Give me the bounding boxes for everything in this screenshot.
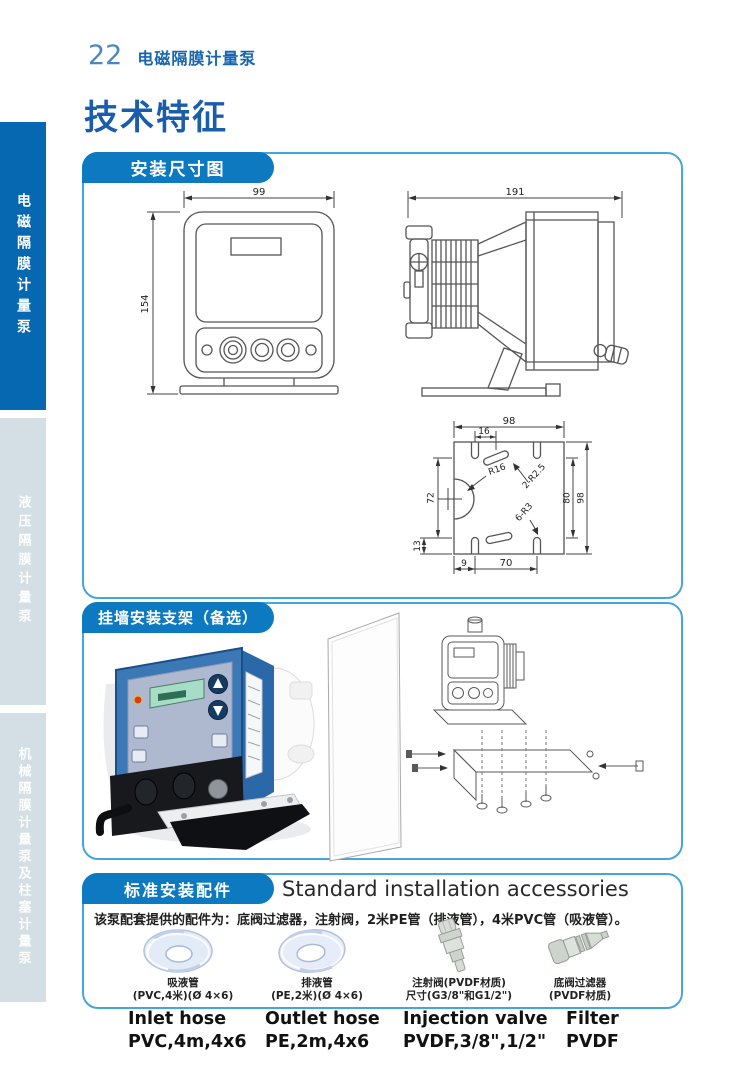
accessory-name-en: Inlet hose: [128, 1009, 227, 1029]
plate-dim-right-inner: 80: [563, 492, 573, 504]
side-view-drawing: 191: [403, 187, 629, 397]
accessory-name-en: Outlet hose: [265, 1009, 380, 1029]
plate-dim-left-height: 72: [427, 492, 437, 503]
plate-dim-bottom-left: 9: [461, 559, 467, 569]
pump-photo: [95, 646, 315, 850]
page-number: 22: [88, 40, 123, 71]
dim-side-length: 191: [505, 187, 524, 198]
accessory-name-en: Injection valve: [403, 1009, 548, 1029]
mounting-plate-drawing: 98 16 72 13 80 98: [413, 416, 592, 574]
accessory-spec-en: PVDF,3/8",1/2": [403, 1032, 547, 1052]
accessory-spec-en: PE,2m,4x6: [265, 1032, 370, 1052]
sidebar-tab-hydraulic-pump: 液压隔膜计量泵: [0, 418, 46, 705]
page-header: 22 电磁隔膜计量泵: [88, 40, 256, 71]
accessory-label-en: Filter PVDF: [566, 1008, 619, 1054]
accessory-caption: 吸液管 (PVC,4米)(Ø 4×6): [88, 977, 278, 1003]
plate-dim-right-outer: 98: [577, 492, 587, 504]
accessory-name-cn: 底阀过滤器: [553, 977, 607, 989]
accessory-spec-en: PVC,4m,4x6: [128, 1032, 247, 1052]
outlet-hose-icon: [278, 929, 346, 973]
accessory-spec-cn: 尺寸(G3/8"和G1/2"): [405, 990, 513, 1002]
accessory-caption: 注射阀(PVDF材质) 尺寸(G3/8"和G1/2"): [364, 977, 554, 1003]
sidebar-tab-solenoid-pump: 电磁隔膜计量泵: [0, 122, 46, 410]
accessory-spec-cn: (PE,2米)(Ø 4×6): [271, 990, 363, 1002]
sidebar-tab-label: 液压隔膜计量泵: [15, 495, 31, 628]
section-installation-dimensions: 安装尺寸图 99 154 191: [82, 152, 683, 599]
section-title-en: Standard installation accessories: [282, 877, 629, 901]
accessory-spec-cn: (PVC,4米)(Ø 4×6): [132, 990, 234, 1002]
accessory-spec-en: PVDF: [566, 1032, 619, 1052]
accessories-description: 该泵配套提供的配件为：底阀过滤器，注射阀，2米PE管（排液管），4米PVC管（吸…: [94, 913, 628, 928]
sidebar-tab-label: 电磁隔膜计量泵: [15, 192, 31, 340]
dim-front-width: 99: [253, 187, 266, 198]
accessory-label-en: Outlet hose PE,2m,4x6: [265, 1008, 380, 1054]
plate-label-slots: 2-R2.5: [521, 462, 548, 491]
plate-dim-bottom-width: 70: [500, 558, 513, 569]
front-view-drawing: 99 154: [140, 187, 339, 395]
accessory-name-cn: 吸液管: [167, 977, 199, 989]
section-wall-bracket: 挂墙安装支架（备选）: [82, 602, 683, 862]
inlet-hose-icon: [143, 929, 213, 973]
accessory-label-en: Injection valve PVDF,3/8",1/2": [403, 1008, 548, 1054]
plate-dim-slot-offset: 16: [478, 427, 490, 437]
section-pill: 挂墙安装支架（备选）: [82, 602, 274, 633]
plate-dim-top-width: 98: [503, 416, 516, 427]
accessory-caption: 底阀过滤器 (PVDF材质): [485, 977, 675, 1003]
accessory-caption: 排液管 (PE,2米)(Ø 4×6): [222, 977, 412, 1003]
section-title: 标准安装配件: [123, 880, 232, 900]
sidebar-tab-mechanical-pump: 机械隔膜计量泵及柱塞计量泵: [0, 713, 46, 1002]
section-title: 挂墙安装支架（备选）: [97, 609, 258, 627]
accessory-name-cn: 注射阀(PVDF材质): [412, 977, 506, 989]
accessory-spec-cn: (PVDF材质): [548, 990, 612, 1002]
section-title: 安装尺寸图: [130, 160, 226, 180]
accessory-name-en: Filter: [566, 1009, 619, 1029]
plate-label-holes: 6-R3: [514, 502, 535, 524]
accessory-name-cn: 排液管: [301, 977, 333, 989]
filter-icon: [548, 930, 610, 965]
accessory-label-en: Inlet hose PVC,4m,4x6: [128, 1008, 247, 1054]
exploded-mounting-diagram: [406, 616, 644, 814]
page-category: 电磁隔膜计量泵: [137, 49, 257, 68]
dim-front-height: 154: [140, 294, 151, 313]
page-title: 技术特征: [84, 98, 228, 138]
section-pill: 安装尺寸图: [82, 152, 274, 183]
injection-valve-icon: [437, 918, 466, 972]
wall-panel: [327, 612, 402, 862]
section-pill: 标准安装配件: [82, 873, 274, 904]
sidebar-tab-label: 机械隔膜计量泵及柱塞计量泵: [15, 747, 31, 968]
plate-dim-left-bottom: 13: [413, 540, 423, 551]
section-accessories: 标准安装配件 Standard installation accessories…: [82, 873, 683, 1009]
